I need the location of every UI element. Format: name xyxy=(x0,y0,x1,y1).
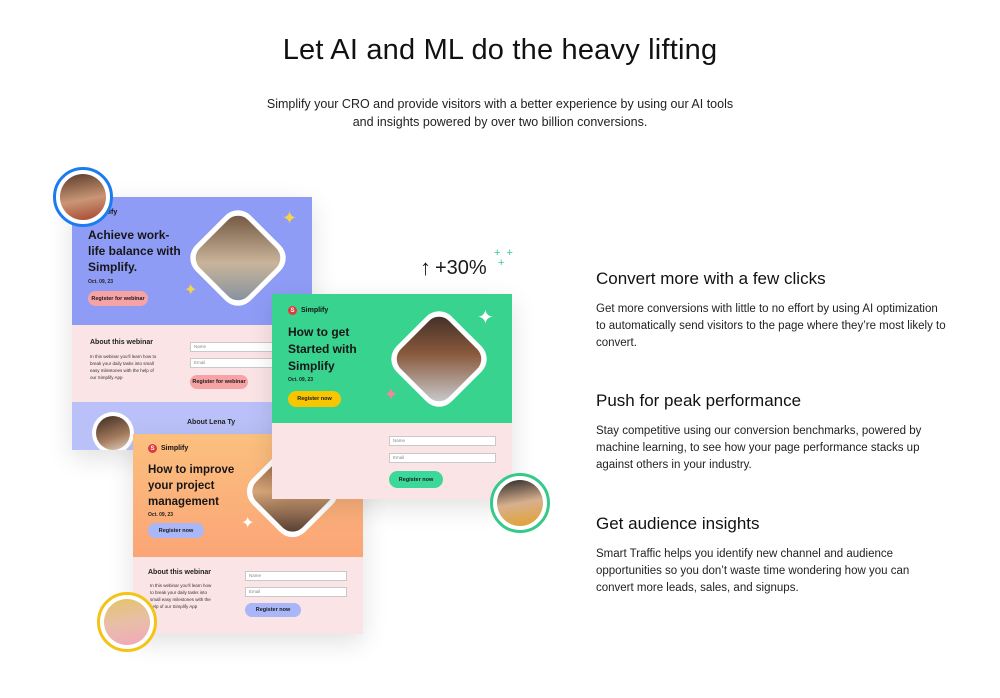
card-date: Oct. 09, 23 xyxy=(88,279,114,285)
register-now-form-button[interactable]: Register now xyxy=(245,603,301,617)
section-subtitle: Simplify your CRO and provide visitors w… xyxy=(266,97,734,129)
arrow-up-icon: ↑ xyxy=(420,255,431,280)
brand-icon: S xyxy=(288,306,297,315)
sparkle-icon: ✦ xyxy=(241,515,255,532)
email-field[interactable]: Email xyxy=(245,587,347,597)
plus-sparkle-icon: + + + xyxy=(494,247,513,269)
card-headline: How to improve your project management xyxy=(148,464,235,508)
brand-icon: S xyxy=(148,444,157,453)
feature-title: Convert more with a few clicks xyxy=(596,269,826,288)
user-avatar-green xyxy=(490,473,550,533)
register-for-webinar-form-button[interactable]: Register for webinar xyxy=(190,375,248,389)
feature-performance: Push for peak performance Stay competiti… xyxy=(596,391,946,474)
brand-logo: S Simplify xyxy=(288,306,328,315)
about-webinar-text: In this webinar you’ll learn how to brea… xyxy=(150,583,212,609)
brand-logo: S Simplify xyxy=(148,444,188,453)
sparkle-icon: ✦ xyxy=(477,307,494,329)
feature-body: Get more conversions with little to no e… xyxy=(596,303,946,349)
card-date: Oct. 09, 23 xyxy=(288,377,314,383)
about-webinar-title: About this webinar xyxy=(148,569,211,576)
name-field[interactable]: Name xyxy=(245,571,347,581)
register-now-form-button[interactable]: Register now xyxy=(389,471,443,488)
user-avatar-blue xyxy=(53,167,113,227)
email-field[interactable]: Email xyxy=(389,453,496,463)
conversion-stat: ↑ +30% xyxy=(420,255,487,280)
feature-convert: Convert more with a few clicks Get more … xyxy=(596,269,946,352)
sparkle-icon: ✦ xyxy=(282,208,298,228)
name-field[interactable]: Name xyxy=(190,342,280,352)
card-headline: Achieve work-life balance with Simplify. xyxy=(88,228,181,274)
card-date: Oct. 09, 23 xyxy=(148,512,174,518)
email-field[interactable]: Email xyxy=(190,358,280,368)
landing-page-card-green: S Simplify How to get Started with Simpl… xyxy=(272,294,512,499)
name-field[interactable]: Name xyxy=(389,436,496,446)
speaker-avatar xyxy=(92,412,134,450)
feature-body: Smart Traffic helps you identify new cha… xyxy=(596,548,910,594)
section-title: Let AI and ML do the heavy lifting xyxy=(282,34,718,66)
register-now-button[interactable]: Register now xyxy=(148,523,204,538)
sparkle-icon: ✦ xyxy=(384,385,399,404)
sparkle-icon: ✦ xyxy=(184,282,198,299)
about-speaker-title: About Lena Ty xyxy=(187,419,236,426)
about-webinar-text: In this webinar you’ll learn how to brea… xyxy=(90,354,157,380)
about-webinar-title: About this webinar xyxy=(90,339,153,346)
feature-insights: Get audience insights Smart Traffic help… xyxy=(596,514,946,597)
user-avatar-yellow xyxy=(97,592,157,652)
feature-title: Get audience insights xyxy=(596,514,760,533)
feature-title: Push for peak performance xyxy=(596,391,802,410)
card-headline: How to get Started with Simplify xyxy=(288,325,357,373)
register-for-webinar-button[interactable]: Register for webinar xyxy=(88,291,148,306)
feature-body: Stay competitive using our conversion be… xyxy=(596,425,922,471)
register-now-button[interactable]: Register now xyxy=(288,391,341,407)
